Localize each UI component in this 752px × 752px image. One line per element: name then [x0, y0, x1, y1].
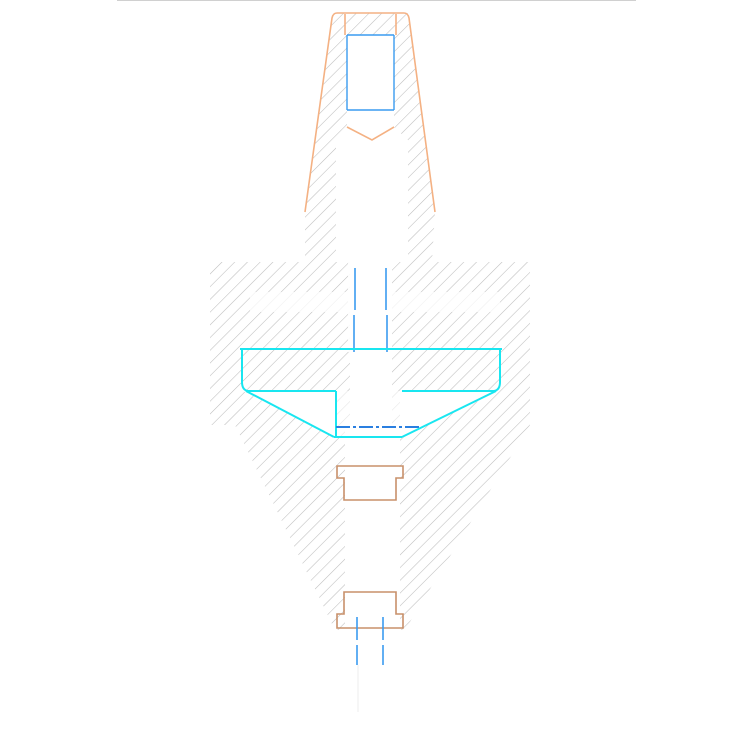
flange-hatch	[210, 262, 530, 425]
channel-lines	[353, 268, 388, 352]
threaded-bore	[346, 34, 395, 111]
seal-outline	[240, 348, 502, 438]
shank-hatch	[305, 13, 435, 262]
nozzle-lines	[356, 617, 384, 665]
upper-fitting	[336, 465, 404, 501]
lower-fitting	[336, 591, 404, 629]
cone-hatch	[235, 425, 530, 630]
seal-gap	[336, 391, 400, 437]
shank-outline	[304, 12, 436, 213]
